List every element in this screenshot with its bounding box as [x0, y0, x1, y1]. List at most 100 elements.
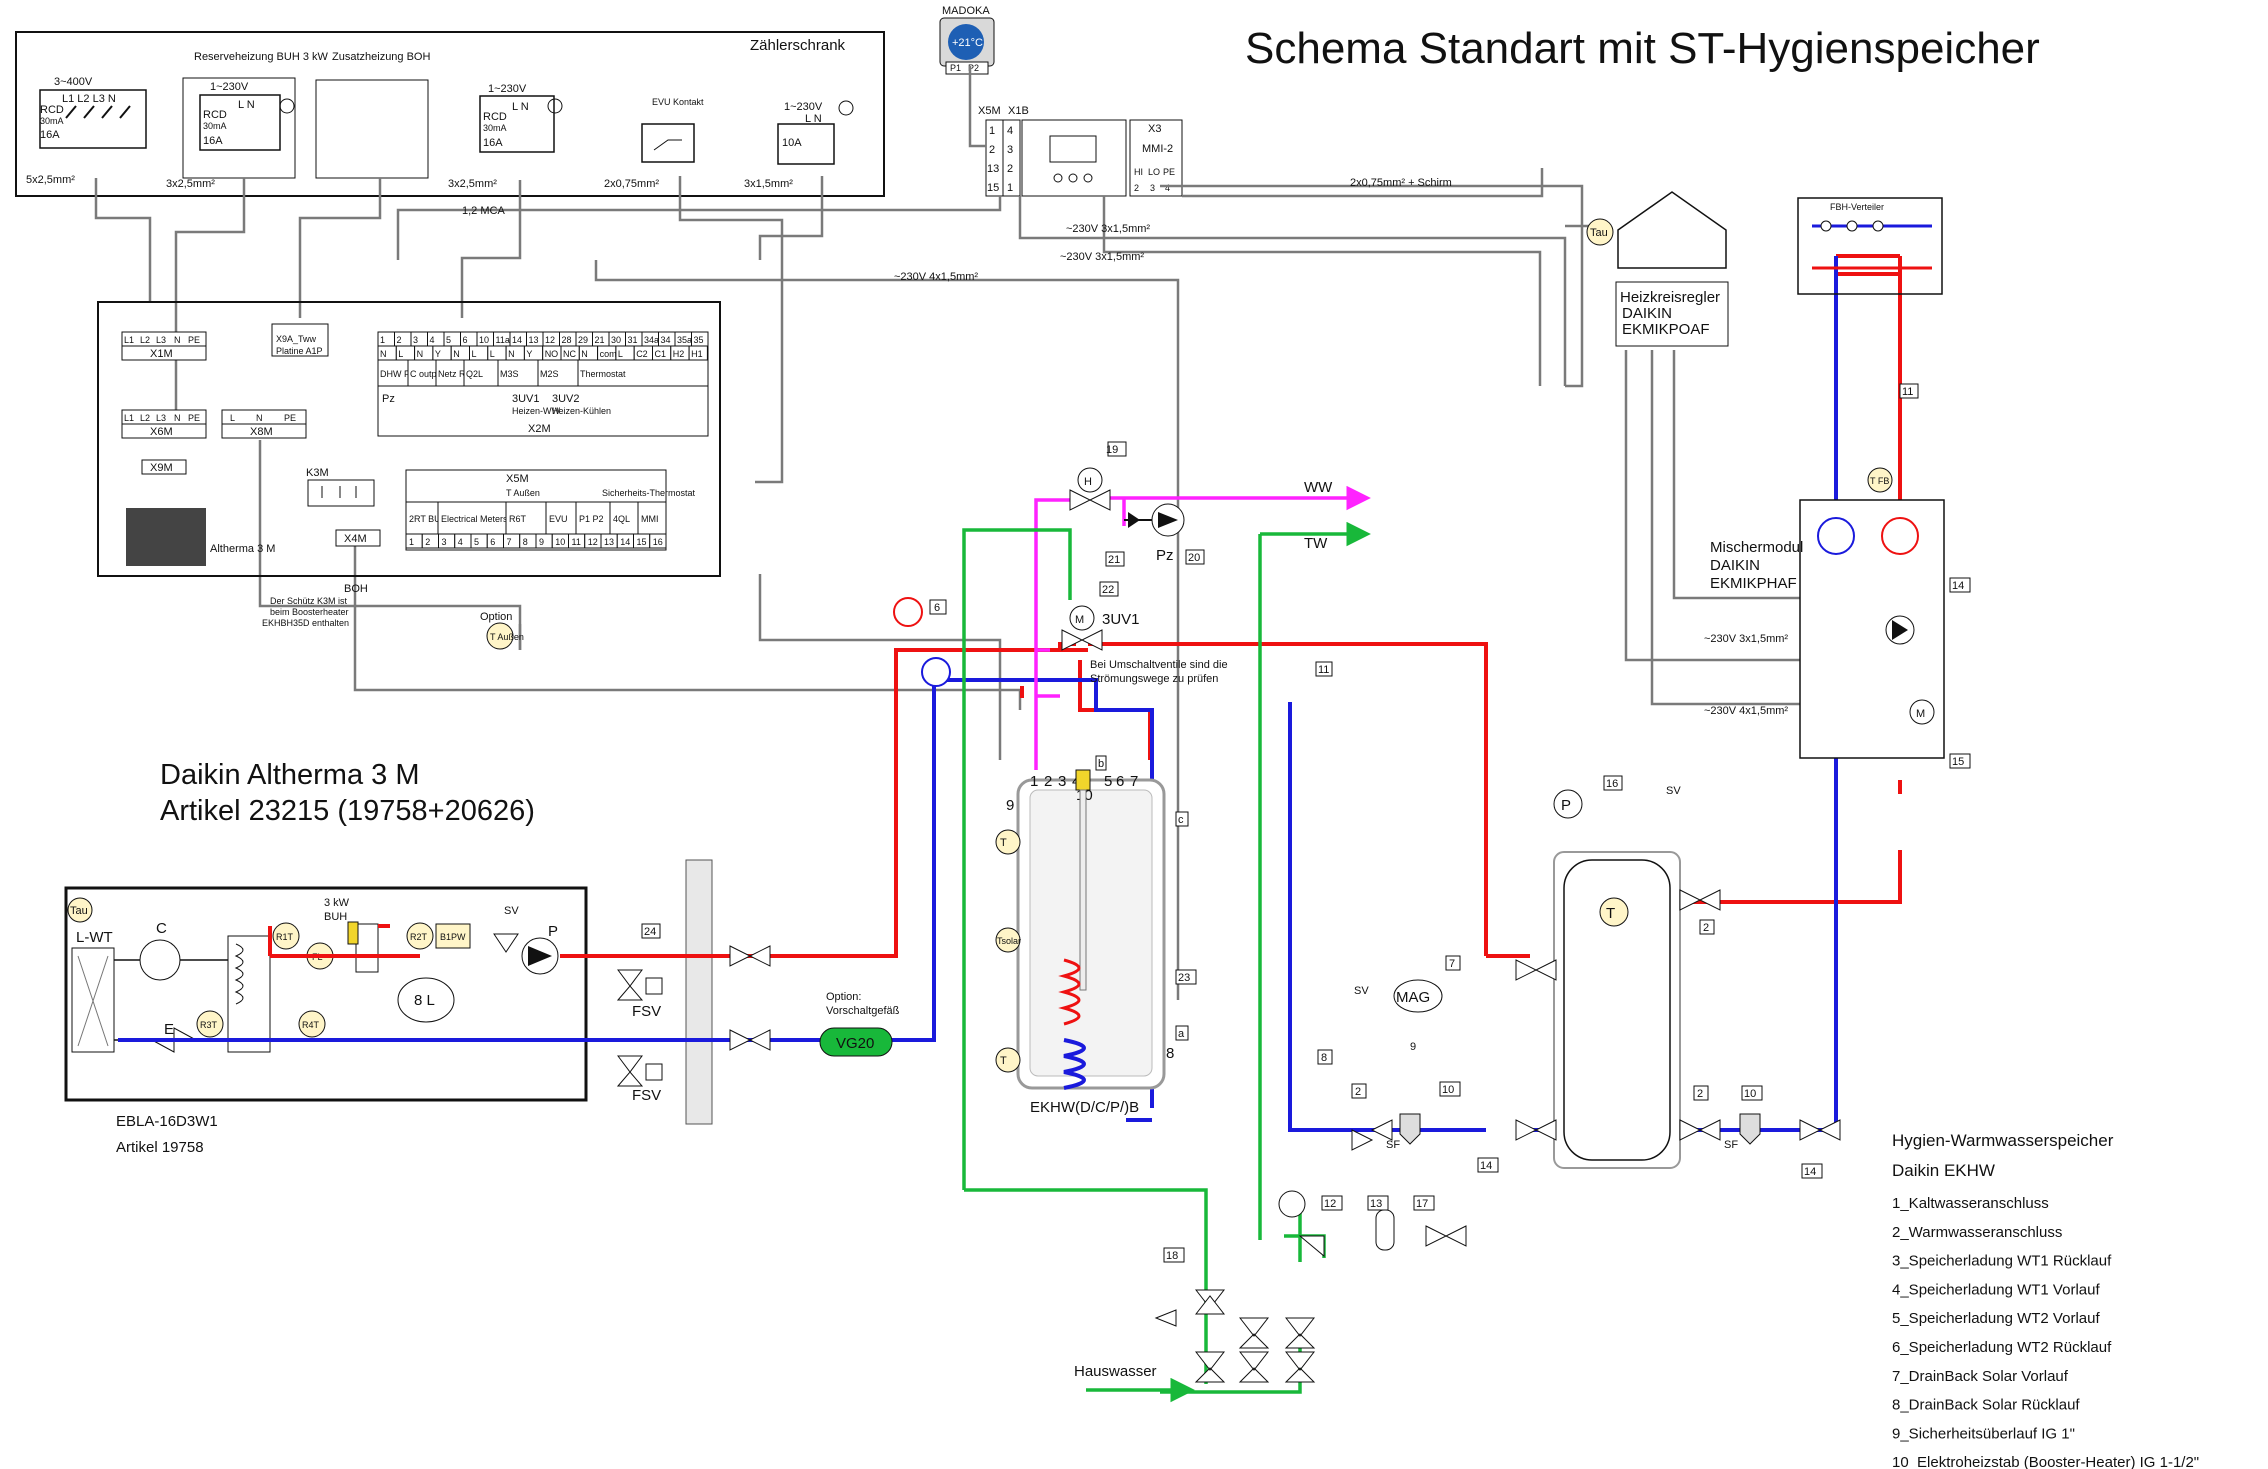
legend-item: 9_Sicherheitsüberlauf IG 1"	[1892, 1425, 2075, 1442]
svg-text:8: 8	[1321, 1052, 1327, 1064]
x5m-group-label: R6T	[509, 514, 527, 524]
svg-text:19: 19	[1106, 444, 1118, 456]
svg-text:EKMIKPHAF: EKMIKPHAF	[1710, 575, 1797, 592]
underfloor-manifold: FBH-Verteiler	[1797, 197, 1943, 295]
svg-text:X5M: X5M	[978, 105, 1001, 117]
x5m-terminal-number: 7	[507, 537, 512, 547]
svg-text:X1M: X1M	[150, 348, 173, 360]
svg-text:13: 13	[1370, 1198, 1382, 1210]
x2m-terminal-letter: H2	[673, 349, 685, 359]
x5m-group-label: MMI	[641, 514, 659, 524]
x2m-terminal-number: 1	[380, 335, 385, 345]
buffer-tank: T P SV MAG SV SF SF 16 7 9 8 2 2 10 10 1…	[1163, 775, 1841, 1263]
breaker-main: 3~400V RCD 30mA 16A L1 L2 L3 N 5x2,5mm²	[26, 76, 147, 186]
tw-label: TW	[1304, 535, 1328, 552]
x5m-terminal-number: 13	[604, 537, 614, 547]
svg-text:11: 11	[1318, 664, 1329, 676]
x2m-terminal-letter: L	[472, 349, 477, 359]
svg-text:3: 3	[1150, 183, 1155, 193]
svg-text:16: 16	[1606, 778, 1618, 790]
x2m-terminal-letter: L	[490, 349, 495, 359]
svg-text:BUH: BUH	[324, 911, 347, 923]
svg-text:9: 9	[1006, 797, 1014, 814]
ww-label: WW	[1304, 479, 1333, 496]
daikin-label-line2: Artikel 23215 (19758+20626)	[160, 795, 535, 827]
svg-text:1,2 MCA: 1,2 MCA	[462, 205, 505, 217]
svg-text:2: 2	[1697, 1088, 1703, 1100]
x2m-terminal-number: 21	[595, 335, 605, 345]
svg-text:1: 1	[1007, 182, 1013, 194]
svg-text:PE: PE	[188, 335, 200, 345]
svg-text:Hauswasser: Hauswasser	[1074, 1363, 1157, 1380]
svg-text:16A: 16A	[203, 135, 223, 147]
x2m-terminal-letter: NC	[563, 349, 576, 359]
svg-text:3x1,5mm²: 3x1,5mm²	[744, 178, 793, 190]
svg-text:~230V 3x1,5mm²: ~230V 3x1,5mm²	[1704, 633, 1788, 645]
svg-text:11: 11	[1902, 386, 1913, 398]
svg-text:2: 2	[1703, 922, 1709, 934]
house-water-inlet: Hauswasser	[1074, 1289, 1316, 1403]
svg-text:2: 2	[1134, 183, 1139, 193]
mixer-module: Mischermodul DAIKIN EKMIKPHAF T FB M 15 …	[1710, 383, 1971, 769]
x5m-group-label: 4QL	[613, 514, 630, 524]
svg-text:21: 21	[1108, 554, 1120, 566]
svg-text:10: 10	[1744, 1088, 1756, 1100]
svg-text:EKHBH35D enthalten: EKHBH35D enthalten	[262, 618, 349, 628]
x2m-sub-note: Heizen-Kühlen	[552, 406, 611, 416]
x2m-terminal-letter: N	[380, 349, 387, 359]
svg-text:1: 1	[1030, 773, 1038, 790]
svg-text:RCD: RCD	[40, 104, 64, 116]
svg-text:8 L: 8 L	[414, 992, 435, 1009]
svg-text:Option: Option	[480, 611, 512, 623]
x2m-terminal-number: 10	[479, 335, 489, 345]
legend-item: 3_Speicherladung WT1 Rücklauf	[1892, 1253, 2112, 1270]
x5m-terminal-number: 16	[653, 537, 663, 547]
x2m-terminal-letter: Y	[435, 349, 441, 359]
svg-text:~230V 3x1,5mm²: ~230V 3x1,5mm²	[1060, 251, 1144, 263]
svg-text:2x0,75mm²: 2x0,75mm²	[604, 178, 659, 190]
pre-vessel-vg20: Option: Vorschaltgefäß VG20	[819, 991, 900, 1057]
x2m-terminal-number: 4	[430, 335, 435, 345]
svg-text:BOH: BOH	[344, 583, 368, 595]
svg-text:SF: SF	[1386, 1139, 1400, 1151]
svg-text:Heizkreisregler: Heizkreisregler	[1620, 289, 1720, 306]
x2m-group-label: M2S	[540, 369, 559, 379]
svg-text:L N: L N	[512, 101, 529, 113]
x2m-terminal-letter: com	[600, 349, 617, 359]
x5m-terminal-number: 1	[409, 537, 414, 547]
x2m-terminal-letter: C1	[655, 349, 667, 359]
svg-text:N: N	[174, 413, 181, 423]
svg-text:Zusatzheizung BOH: Zusatzheizung BOH	[332, 51, 430, 63]
x2m-group-label: Q2L	[466, 369, 483, 379]
svg-text:22: 22	[1102, 584, 1114, 596]
svg-text:+21°C: +21°C	[952, 37, 983, 49]
x5m-terminal-number: 9	[539, 537, 544, 547]
madoka-controller[interactable]: MADOKA +21°C P1 P2	[939, 5, 995, 75]
legend-item: 10_Elektroheizstab (Booster-Heater) IG 1…	[1892, 1454, 2199, 1469]
svg-text:X8M: X8M	[250, 426, 273, 438]
x5m-terminal-number: 3	[442, 537, 447, 547]
x2m-terminal-number: 5	[446, 335, 451, 345]
outdoor-sensor-option: Option T Außen	[480, 611, 524, 650]
svg-text:X4M: X4M	[344, 533, 367, 545]
x5m-top-label: Sicherheits-Thermostat	[602, 488, 696, 498]
x5m-terminal-number: 4	[458, 537, 463, 547]
x2m-group-label: C output	[410, 369, 445, 379]
x5m-group-label: 2RT BUH	[409, 514, 447, 524]
x2m-terminal-letter: L	[618, 349, 623, 359]
building-wall	[685, 859, 713, 1125]
svg-text:6: 6	[934, 602, 940, 614]
x2m-terminal-letter: C2	[636, 349, 648, 359]
x2m-sub-label: Pz	[382, 393, 395, 405]
terminal-x9a: X9A_Tww Platine A1P	[271, 323, 329, 357]
x5m-top-label: T Außen	[506, 488, 540, 498]
x2m-terminal-number: 14	[512, 335, 522, 345]
svg-text:M: M	[1916, 708, 1925, 720]
legend-item: 8_DrainBack Solar Rücklauf	[1892, 1397, 2080, 1414]
svg-text:N: N	[174, 335, 181, 345]
svg-text:X3: X3	[1148, 123, 1161, 135]
svg-text:15: 15	[987, 182, 999, 194]
svg-text:14: 14	[1952, 580, 1964, 592]
x2m-terminal-number: 3	[413, 335, 418, 345]
svg-text:P1: P1	[950, 63, 961, 73]
